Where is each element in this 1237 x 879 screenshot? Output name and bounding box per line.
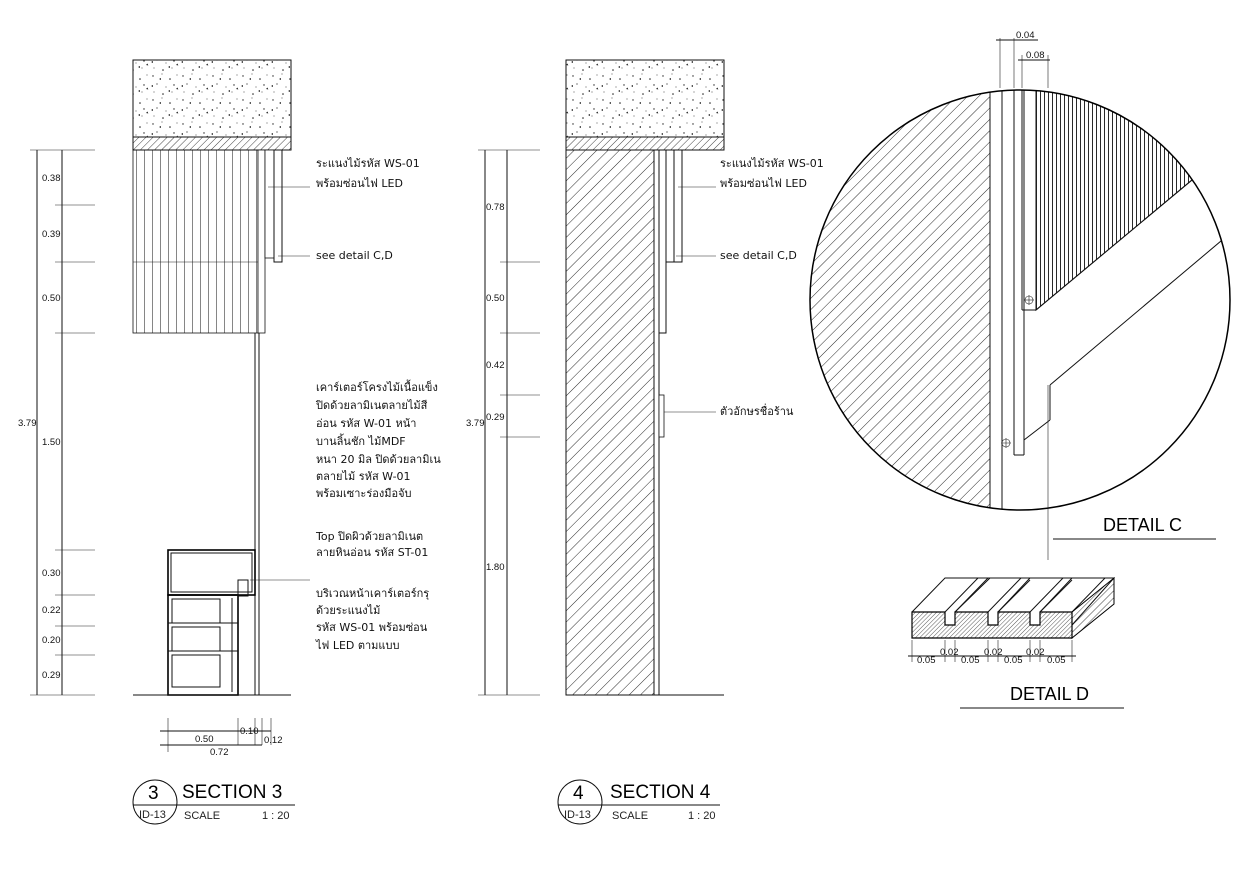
hatched-wall xyxy=(565,149,655,696)
note-see-detail: see detail C,D xyxy=(720,249,797,262)
detail-d-dim: 0.05 xyxy=(1047,655,1066,666)
note-slats-line2: พร้อมซ่อนไฟ LED xyxy=(316,177,403,190)
detail-d-dim: 0.02 xyxy=(1026,647,1045,658)
ceiling-board xyxy=(132,136,292,151)
sheet-ref: ID-13 xyxy=(139,809,166,821)
dim-label: 0.12 xyxy=(264,735,283,746)
section-title: SECTION 4 xyxy=(610,782,711,803)
detail-c-dim-2: 0.08 xyxy=(1026,50,1045,61)
scale-label: SCALE xyxy=(184,810,220,822)
sheet-ref: ID-13 xyxy=(564,809,591,821)
dim-label: 1.50 xyxy=(42,437,61,448)
dim-label: 0.50 xyxy=(195,734,214,745)
concrete-slab xyxy=(565,59,725,138)
slat-face-hatch xyxy=(1035,90,1230,312)
note-slats-line1: ระแนงไม้รหัส WS-01 xyxy=(720,157,824,170)
note-sign: ตัวอักษรชื่อร้าน xyxy=(720,403,794,418)
section-4-dims: 3.79 0.78 0.50 0.42 0.29 1.80 xyxy=(466,149,540,696)
note-front-line1: บริเวณหน้าเคาร์เตอร์กรุ xyxy=(316,587,429,600)
dim-label: 0.78 xyxy=(486,202,505,213)
detail-c: 0.04 0.08 DETAIL C xyxy=(809,30,1231,560)
dim-label: 0.39 xyxy=(42,229,61,240)
note-counter-line4: บานลิ้นชัก ไม้MDF xyxy=(316,433,406,448)
note-front-line2: ด้วยระแนงไม้ xyxy=(316,604,380,617)
section-number: 4 xyxy=(573,783,584,804)
note-top-line2: ลายหินอ่อน รหัส ST-01 xyxy=(316,546,428,559)
dim-label: 0.42 xyxy=(486,360,505,371)
section-3-bottom-dims: 0.50 0.10 0.12 0.72 xyxy=(160,718,283,758)
detail-d-title: DETAIL D xyxy=(1010,684,1089,704)
section-title: SECTION 3 xyxy=(182,782,282,803)
note-counter-line1: เคาร์เตอร์โครงไม้เนื้อแข็ง xyxy=(316,379,438,394)
note-counter-line3: อ่อน รหัส W-01 หน้า xyxy=(316,417,416,430)
section-3-title-block: 3 ID-13 SECTION 3 SCALE 1 : 20 xyxy=(132,779,295,825)
led-profile xyxy=(264,149,275,259)
sign-letters xyxy=(658,394,665,438)
dim-label: 0.22 xyxy=(42,605,61,616)
dim-label: 0.30 xyxy=(42,568,61,579)
section-4-title-block: 4 ID-13 SECTION 4 SCALE 1 : 20 xyxy=(557,779,720,825)
detail-d-dim: 0.02 xyxy=(940,647,959,658)
dim-label: 1.80 xyxy=(486,562,505,573)
section-4-drawing: 3.79 0.78 0.50 0.42 0.29 1.80 ระแนงไม้รห… xyxy=(466,59,824,696)
detail-d-dim: 0.02 xyxy=(984,647,1003,658)
dim-label: 0.10 xyxy=(240,726,259,737)
overall-height-label: 3.79 xyxy=(466,418,485,429)
detail-d-dim: 0.05 xyxy=(961,655,980,666)
detail-d: 0.05 0.02 0.05 0.02 0.05 0.02 0.05 DETAI… xyxy=(908,576,1124,709)
detail-d-dim: 0.05 xyxy=(1004,655,1023,666)
note-top-line1: Top ปิดผิวด้วยลามิเนต xyxy=(315,530,423,543)
note-front-line3: รหัส WS-01 พร้อมซ่อน xyxy=(316,621,428,634)
scale-value: 1 : 20 xyxy=(262,810,290,822)
detail-d-dim: 0.05 xyxy=(917,655,936,666)
hatched-wall xyxy=(810,90,990,510)
counter xyxy=(167,549,256,696)
dim-label: 0.29 xyxy=(486,412,505,423)
note-counter-line5: หนา 20 มิล ปิดด้วยลามิเน xyxy=(316,453,441,466)
overall-height-label: 3.79 xyxy=(18,418,37,429)
wood-slats xyxy=(132,149,259,334)
ceiling-board xyxy=(565,136,725,151)
detail-c-title: DETAIL C xyxy=(1103,515,1182,535)
note-front-line4: ไฟ LED ตามแบบ xyxy=(315,639,400,652)
section-3-drawing: 3.79 0.38 0.39 0.50 1.50 0.30 0.22 0.20 … xyxy=(18,59,441,758)
dim-label: 0.38 xyxy=(42,173,61,184)
note-counter-line2: ปิดด้วยลามิเนตลายไม้สี xyxy=(315,399,428,412)
scale-value: 1 : 20 xyxy=(688,810,716,822)
section-number: 3 xyxy=(148,783,159,804)
note-counter-line6: ตลายไม้ รหัส W-01 xyxy=(316,470,411,483)
dim-label: 0.20 xyxy=(42,635,61,646)
scale-label: SCALE xyxy=(612,810,648,822)
dim-label: 0.50 xyxy=(42,293,61,304)
dim-label: 0.50 xyxy=(486,293,505,304)
note-see-detail: see detail C,D xyxy=(316,249,393,262)
slat-profile xyxy=(257,149,266,334)
note-slats-line2: พร้อมซ่อนไฟ LED xyxy=(720,177,807,190)
grooved-board-front xyxy=(911,611,1073,639)
section-3-dims: 3.79 0.38 0.39 0.50 1.50 0.30 0.22 0.20 … xyxy=(18,149,95,696)
dim-label: 0.29 xyxy=(42,670,61,681)
dim-label: 0.72 xyxy=(210,747,229,758)
note-slats-line1: ระแนงไม้รหัส WS-01 xyxy=(316,157,420,170)
detail-c-dim-1: 0.04 xyxy=(1016,30,1035,41)
concrete-slab xyxy=(132,59,292,138)
note-counter-line7: พร้อมเซาะร่องมือจับ xyxy=(316,487,412,500)
